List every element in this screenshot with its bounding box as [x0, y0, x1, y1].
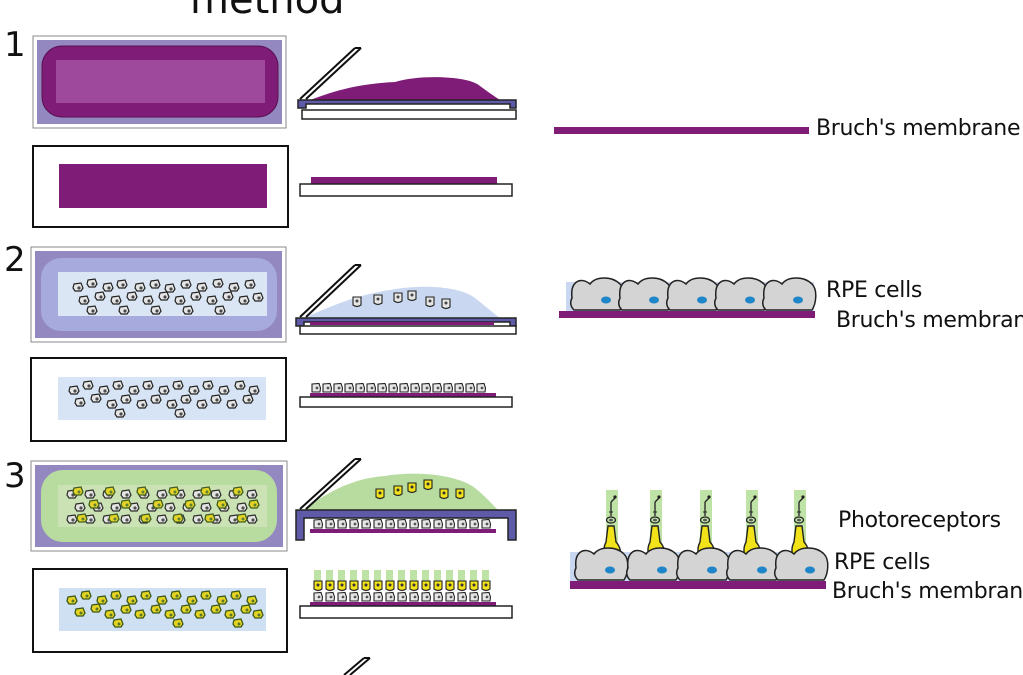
step3-label-bruchs-membrane: Bruch's membrane — [832, 579, 1023, 604]
step-number-1: 1 — [4, 25, 26, 65]
step2-label-rpe-cells: RPE cells — [826, 278, 923, 303]
page-heading: method — [190, 0, 345, 23]
step2-label-bruchs-membrane: Bruch's membrane — [836, 308, 1023, 333]
step-number-2: 2 — [4, 240, 26, 280]
step3-group — [30, 458, 829, 653]
step2-group — [30, 246, 817, 442]
step3-label-rpe-cells: RPE cells — [834, 550, 931, 575]
step3-label-photoreceptors: Photoreceptors — [838, 508, 1001, 533]
step1-group — [32, 35, 809, 228]
step1-label-bruchs-membrane: Bruch's membrane — [816, 116, 1021, 141]
step-number-3: 3 — [4, 456, 26, 496]
